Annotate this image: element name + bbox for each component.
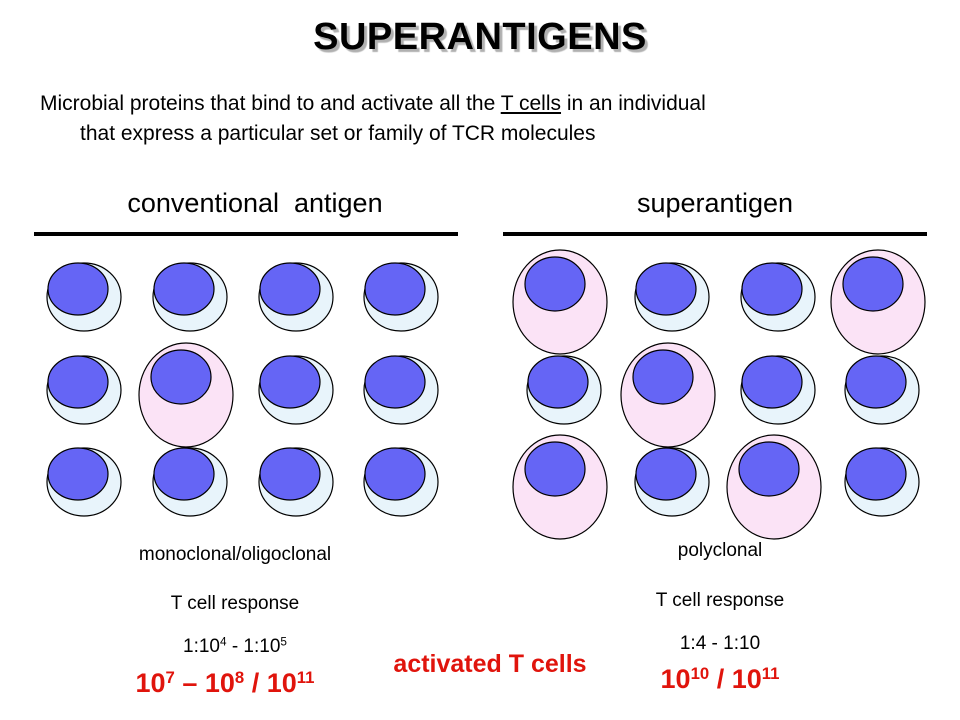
superantigen-response-label: T cell response [655,590,785,611]
conventional-resting-t-cell [152,262,228,332]
superantigen-divider [503,232,927,236]
superantigen-resting-t-cell [634,447,710,517]
conventional-ratio: 1:104 - 1:105 [183,635,287,657]
superantigen-activated-t-cell [726,434,822,540]
superantigen-cell-grid [512,249,926,540]
superantigen-activated-count: 1010 / 1011 [660,663,780,694]
superantigen-resting-t-cell [844,447,920,517]
superantigen-activated-t-cell [830,249,926,355]
conventional-resting-t-cell [363,355,439,425]
superantigen-activated-t-cell [620,342,716,448]
superantigen-heading: superantigen [636,188,794,218]
superantigen-ratio: 1:4 - 1:10 [679,633,761,654]
superantigen-activated-t-cell [512,434,608,540]
superantigen-activated-t-cell [512,249,608,355]
conventional-response-label: T cell response [170,593,300,614]
conventional-resting-t-cell [46,262,122,332]
page-title: SUPERANTIGENS [313,16,647,58]
definition-text: Microbial proteins that bind to and acti… [40,89,930,149]
conventional-antigen-heading: conventional antigen [127,188,383,218]
definition-line2: that express a particular set or family … [80,122,596,145]
activated-t-cells-label: activated T cells [393,650,587,678]
conventional-resting-t-cell [363,262,439,332]
superantigen-resting-t-cell [740,355,816,425]
conventional-cell-grid [46,262,439,517]
superantigen-resting-t-cell [634,262,710,332]
superantigen-resting-t-cell [844,355,920,425]
conventional-divider [34,232,458,236]
conventional-resting-t-cell [46,447,122,517]
conventional-resting-t-cell [258,262,334,332]
t-cells-link: T cells [500,92,562,115]
conventional-resting-t-cell [363,447,439,517]
superantigen-resting-t-cell [740,262,816,332]
definition-part1: Microbial proteins that bind to and acti… [40,92,501,115]
conventional-resting-t-cell [258,447,334,517]
conventional-resting-t-cell [152,447,228,517]
conventional-resting-t-cell [46,355,122,425]
conventional-response-type: monoclonal/oligoclonal [138,544,332,565]
superantigen-response-type: polyclonal [677,540,763,561]
conventional-resting-t-cell [258,355,334,425]
definition-part2: in an individual [561,92,706,115]
conventional-activated-count: 107 – 108 / 1011 [135,667,315,698]
conventional-activated-t-cell [138,342,234,448]
superantigen-resting-t-cell [526,355,602,425]
